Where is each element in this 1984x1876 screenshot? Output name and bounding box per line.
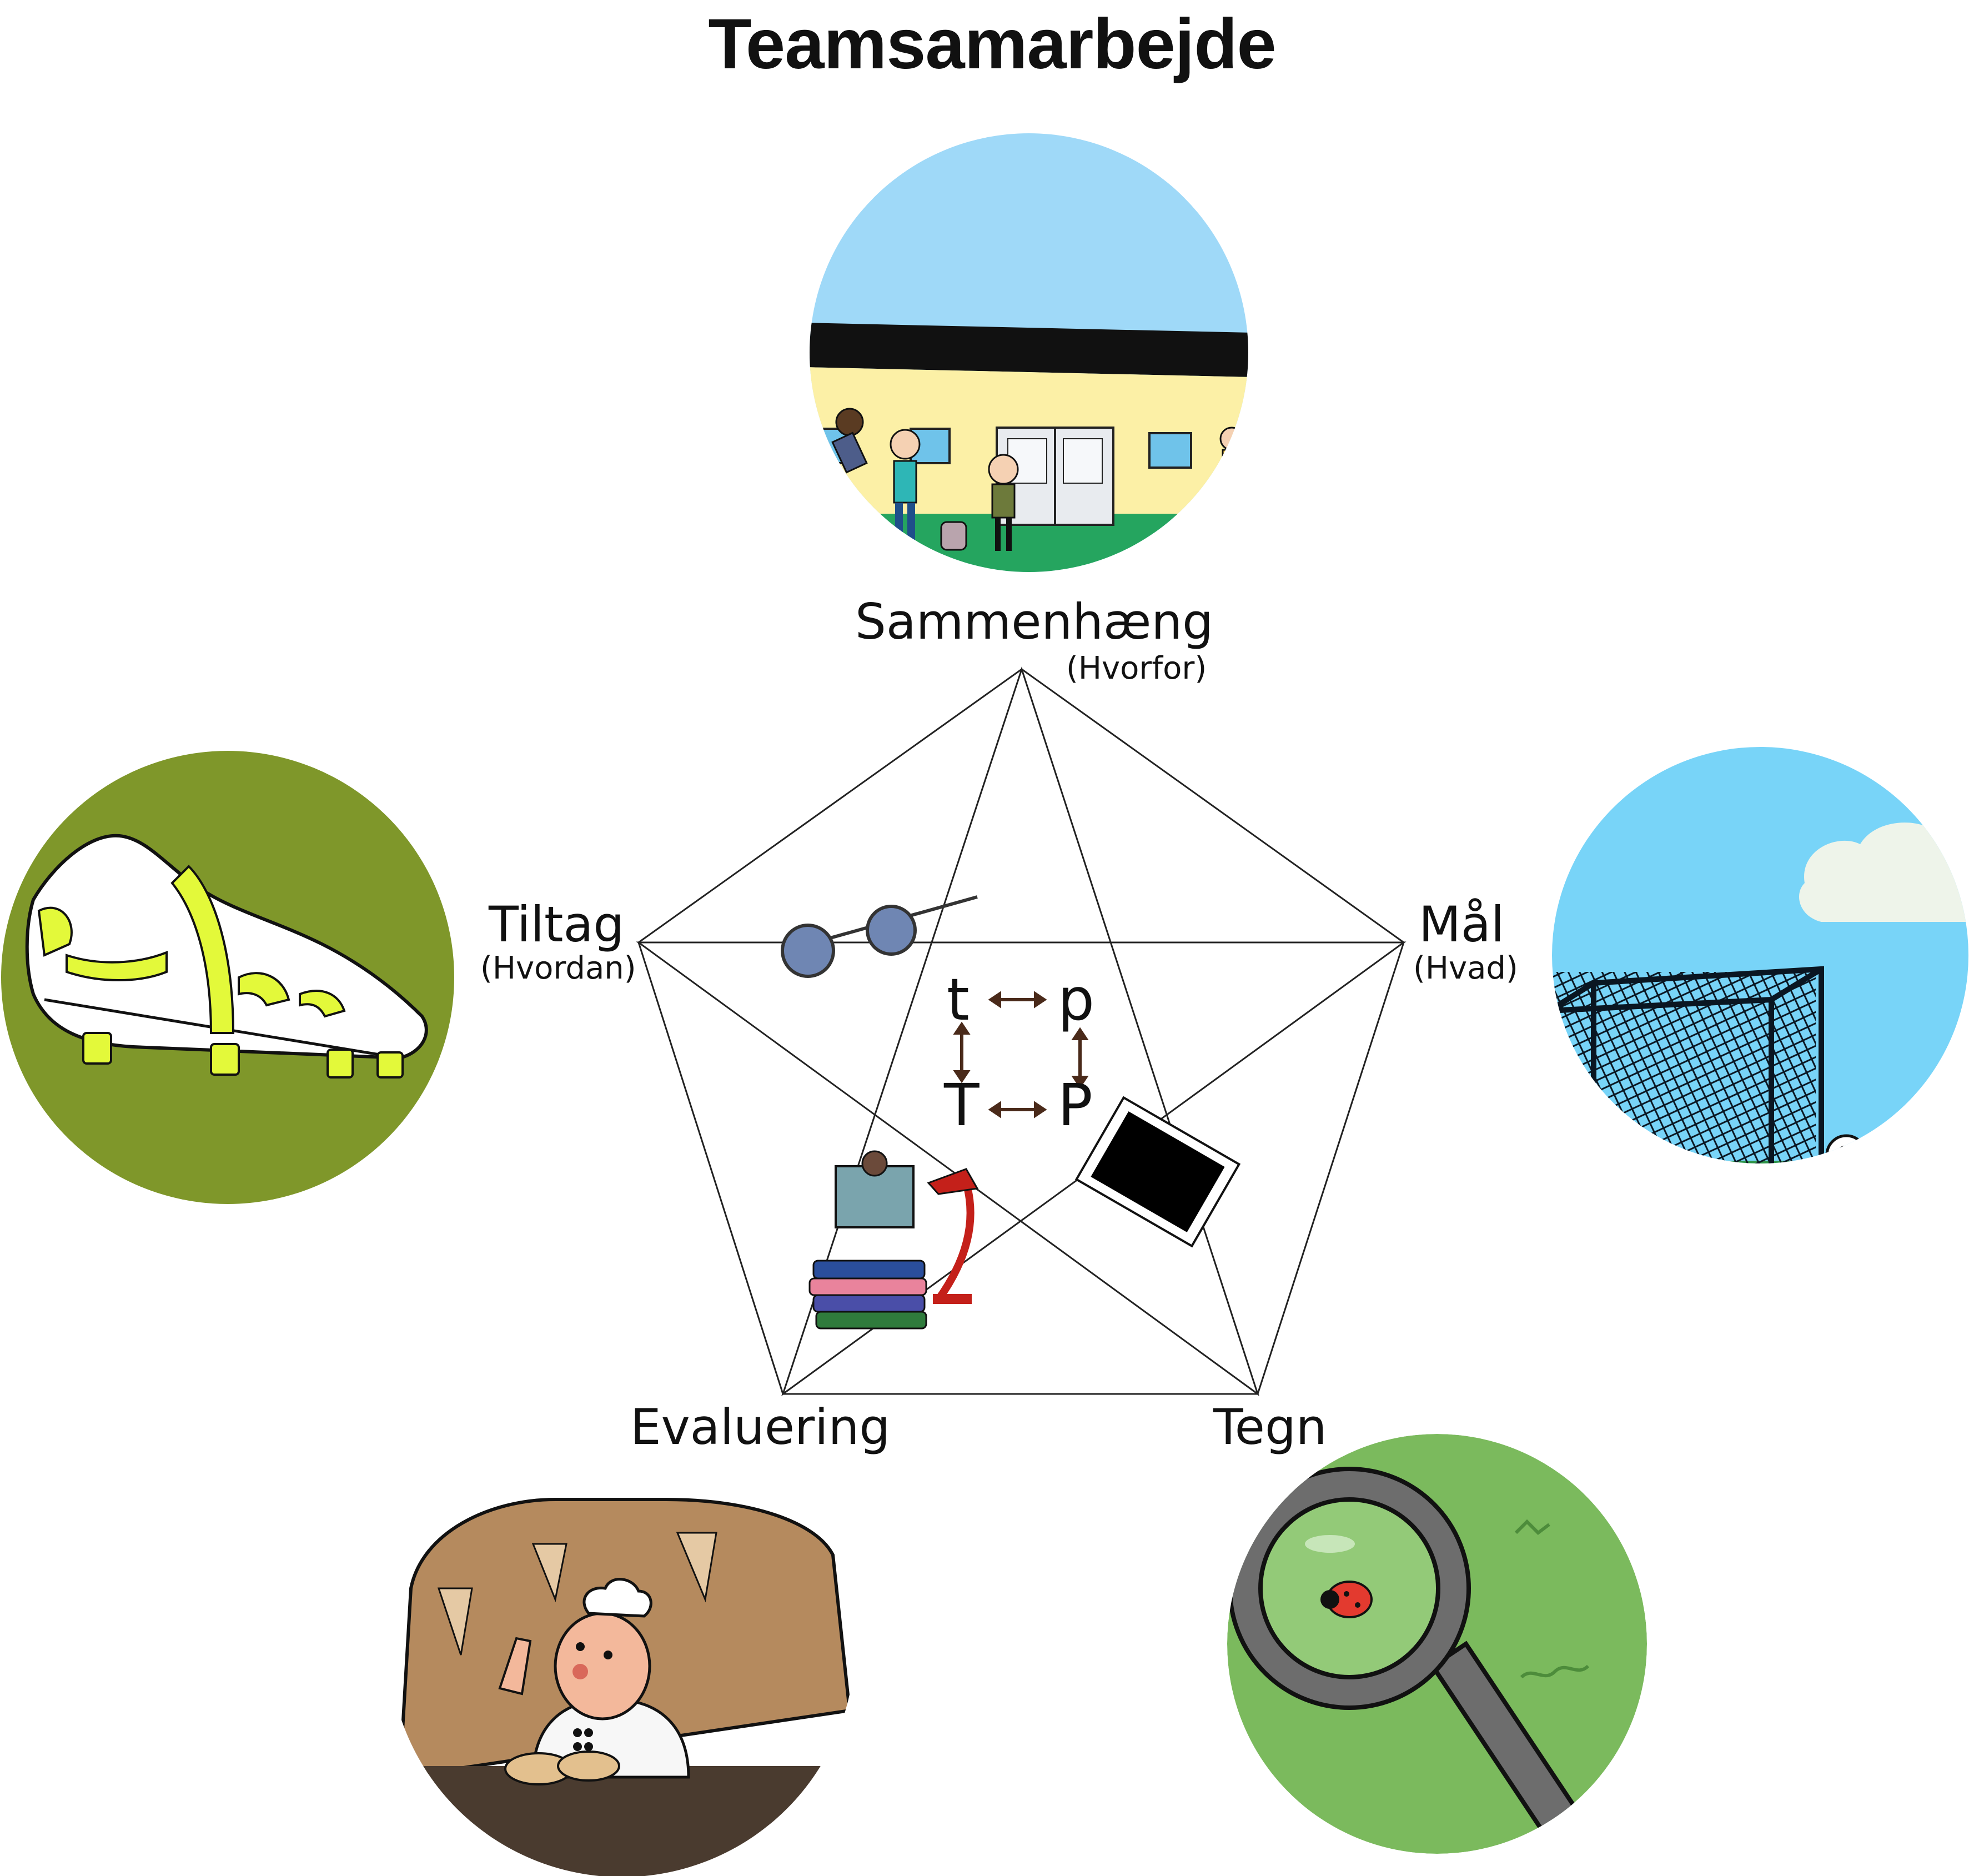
page-title: Teamsamarbejde	[708, 4, 1276, 84]
glasses-icon	[781, 895, 978, 978]
tp-arrows	[953, 991, 1089, 1118]
node-sublabel-sammenhaeng: (Hvorfor)	[1066, 650, 1207, 686]
tp-letter-T: T	[944, 1071, 980, 1139]
tablet-icon	[1074, 1096, 1241, 1248]
star-lines	[636, 666, 1407, 1396]
school-illustration	[810, 133, 1248, 572]
tp-letter-P: P	[1058, 1071, 1093, 1139]
goal-illustration	[1552, 747, 1968, 1163]
node-label-maal: Mål	[1419, 896, 1505, 953]
cleat-illustration	[1, 751, 454, 1204]
node-label-evaluering: Evaluering	[630, 1398, 891, 1456]
pentagram	[636, 666, 1407, 1396]
tp-letter-p: p	[1058, 966, 1095, 1034]
node-sublabel-tiltag: (Hvordan)	[480, 950, 636, 986]
pentagon-outline	[637, 668, 1405, 1395]
magnifier-illustration	[1227, 1434, 1647, 1854]
baker-illustration	[389, 1411, 855, 1876]
books-lamp-icon	[808, 1150, 979, 1330]
node-label-tiltag: Tiltag	[489, 896, 625, 953]
node-label-sammenhaeng: Sammenhæng	[855, 593, 1213, 650]
node-sublabel-maal: (Hvad)	[1413, 950, 1518, 986]
tp-letter-t: t	[947, 966, 970, 1034]
node-label-tegn: Tegn	[1213, 1398, 1327, 1456]
